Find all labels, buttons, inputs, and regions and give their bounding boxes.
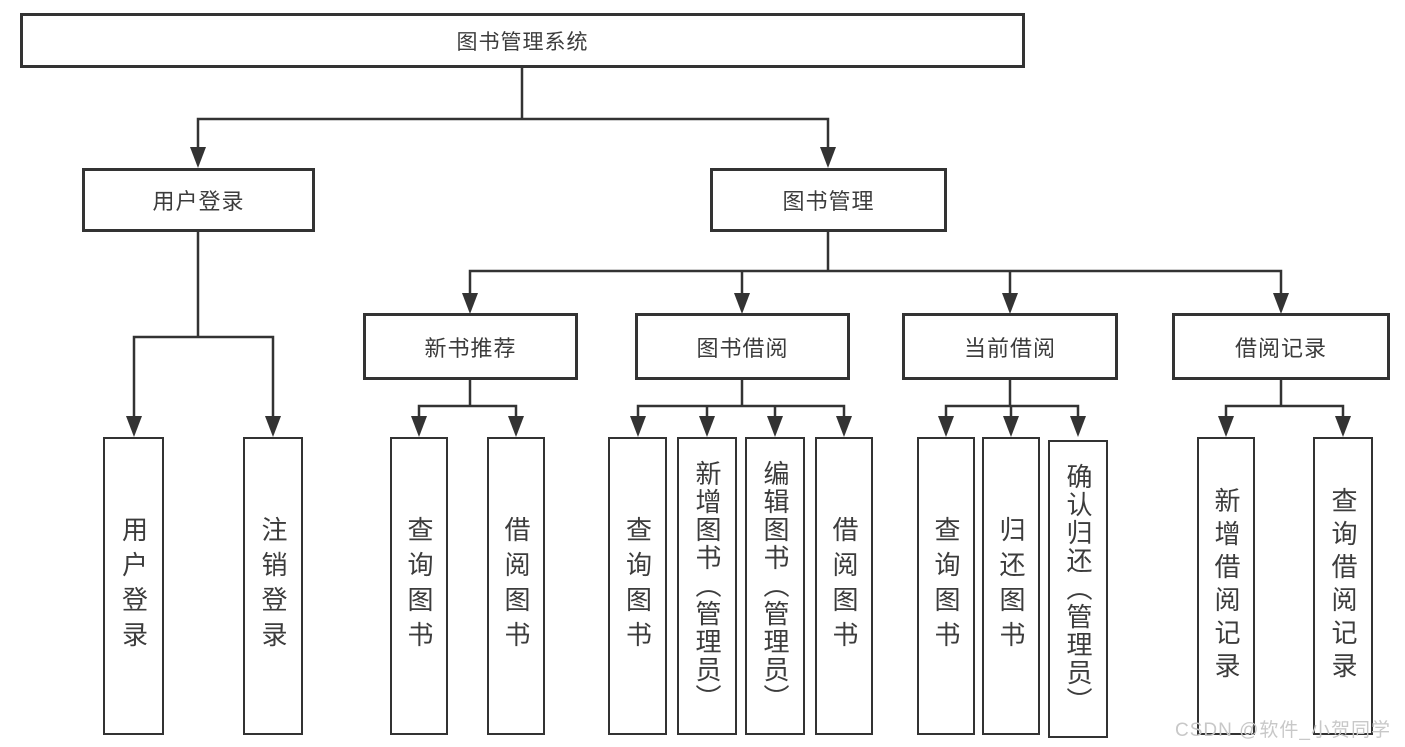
leaf-current-confirm-return-admin: 确认归还（管理员） [1048, 440, 1108, 738]
node-new-book-recommend: 新书推荐 [363, 313, 578, 380]
leaf-borrow-borrow-book: 借阅图书 [815, 437, 873, 735]
leaf-records-add-record: 新增借阅记录 [1197, 437, 1255, 735]
leaf-current-query-book: 查询图书 [917, 437, 975, 735]
leaf-borrow-query-book: 查询图书 [608, 437, 667, 735]
node-user-login: 用户登录 [82, 168, 315, 232]
leaf-recommend-query-book: 查询图书 [390, 437, 448, 735]
leaf-recommend-borrow-book: 借阅图书 [487, 437, 545, 735]
leaf-current-return-book: 归还图书 [982, 437, 1040, 735]
node-book-management: 图书管理 [710, 168, 947, 232]
leaf-logout-login: 注销登录 [243, 437, 303, 735]
csdn-watermark: CSDN @软件_小贺同学 [1175, 720, 1391, 741]
leaf-records-query-record: 查询借阅记录 [1313, 437, 1373, 735]
node-book-borrow: 图书借阅 [635, 313, 850, 380]
node-library-system: 图书管理系统 [20, 13, 1025, 68]
node-current-borrow: 当前借阅 [902, 313, 1118, 380]
node-borrow-records: 借阅记录 [1172, 313, 1390, 380]
leaf-borrow-add-book-admin: 新增图书（管理员） [677, 437, 737, 735]
leaf-user-login: 用户登录 [103, 437, 164, 735]
leaf-borrow-edit-book-admin: 编辑图书（管理员） [745, 437, 805, 735]
